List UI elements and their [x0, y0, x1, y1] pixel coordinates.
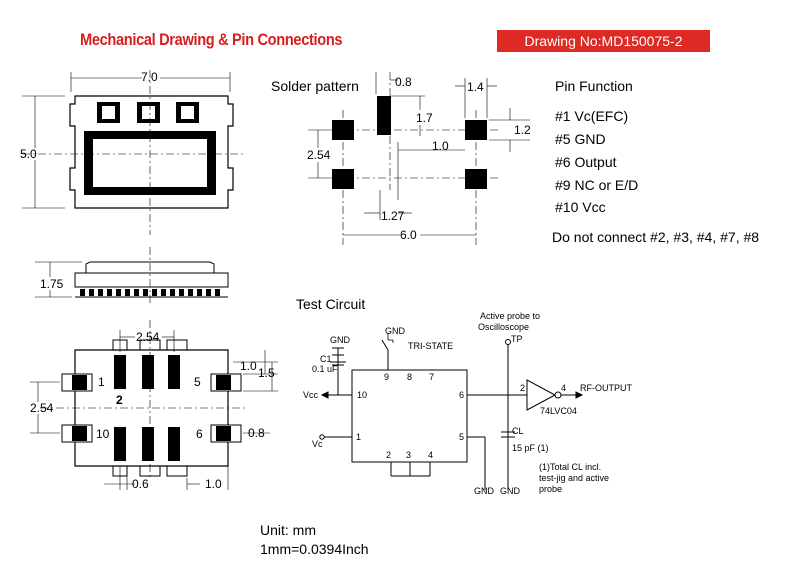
pin-label-5: 5: [194, 375, 201, 389]
pin-label-4: 4: [171, 375, 178, 389]
pin-function-title: Pin Function: [555, 78, 633, 94]
solder-dim-6-0: 6.0: [400, 228, 417, 242]
tp-label: TP: [511, 334, 523, 344]
buffer-label: 74LVC04: [540, 406, 577, 416]
bottom-pitch-dim: 2.54: [136, 330, 160, 344]
pin-label-7: 7: [171, 427, 178, 441]
probe-label-1: Active probe to: [480, 311, 540, 321]
pin-function-item: #9 NC or E/D: [555, 177, 639, 193]
unit-label: Unit: mm: [260, 522, 316, 538]
drawing-title: Mechanical Drawing & Pin Connections: [80, 30, 343, 49]
ic-pin-4: 4: [428, 450, 433, 460]
ic-pin-1: 1: [356, 432, 361, 442]
solder-dim-0-8: 0.8: [395, 75, 412, 89]
solder-dim-1-7: 1.7: [416, 111, 433, 125]
drawing-number-badge: Drawing No:MD150075-2: [497, 30, 710, 52]
gnd-label-5: GND: [474, 486, 495, 496]
pin-label-6: 6: [196, 427, 203, 441]
ic-pin-8: 8: [407, 372, 412, 382]
solder-pattern: [308, 72, 530, 245]
c1-value: 0.1 uF: [312, 364, 338, 374]
buffer-pin-2: 2: [520, 383, 525, 393]
ic-pin-3: 3: [406, 450, 411, 460]
solder-dim-1-4: 1.4: [467, 80, 484, 94]
test-circuit-title: Test Circuit: [296, 296, 365, 312]
cl-label: CL: [512, 426, 524, 436]
bottom-pad-edge-dim: 0.8: [248, 426, 265, 440]
unit-conversion: 1mm=0.0394Inch: [260, 541, 369, 557]
rf-output-label: RF-OUTPUT: [580, 383, 632, 393]
pin-function-item: #10 Vcc: [555, 199, 606, 215]
solder-dim-1-27: 1.27: [381, 209, 405, 223]
pin-label-10: 10: [96, 427, 110, 441]
cl-value: 15 pF (1): [512, 443, 549, 453]
bottom-pad-height-dim: 1.5: [258, 366, 275, 380]
ic-pin-7: 7: [429, 372, 434, 382]
do-not-connect-note: Do not connect #2, #3, #4, #7, #8: [552, 229, 760, 245]
tristate-label: TRI-STATE: [408, 341, 453, 351]
solder-dim-1-2: 1.2: [514, 123, 531, 137]
solder-dim-2-54: 2.54: [307, 148, 331, 162]
bottom-slot-width-dim: 0.6: [132, 477, 149, 491]
gnd-label-tristate: GND: [385, 326, 406, 336]
pin-label-9: 9: [116, 427, 123, 441]
note-line-2: test-jig and active: [539, 473, 609, 483]
pin-function-item: #1 Vc(EFC): [555, 108, 629, 124]
pin-label-2: 2: [116, 393, 123, 407]
ic-pin-2: 2: [386, 450, 391, 460]
pin-label-3: 3: [145, 375, 152, 389]
ic-pin-9: 9: [384, 372, 389, 382]
c1-label: C1: [320, 354, 332, 364]
pin-function-item: #6 Output: [555, 154, 617, 170]
vc-label: Vc: [312, 439, 323, 449]
note-line-1: (1)Total CL incl.: [539, 462, 601, 472]
probe-label-2: Oscilloscope: [478, 322, 529, 332]
ic-pin-5: 5: [459, 432, 464, 442]
bottom-view: [30, 320, 278, 490]
buffer-pin-4: 4: [561, 383, 566, 393]
bottom-edge-offset-dim: 1.0: [205, 477, 222, 491]
vcc-label: Vcc: [303, 390, 319, 400]
side-thickness-dim: 1.75: [40, 277, 64, 291]
ic-pin-10: 10: [357, 390, 367, 400]
top-width-dim: 7.0: [141, 70, 158, 84]
pin-function-item: #5 GND: [555, 131, 606, 147]
bottom-row-pitch-dim: 2.54: [30, 401, 54, 415]
ic-pin-6: 6: [459, 390, 464, 400]
gnd-label-cl: GND: [500, 486, 521, 496]
top-height-dim: 5.0: [20, 147, 37, 161]
top-view: [22, 70, 245, 235]
pin-label-1: 1: [98, 375, 105, 389]
pin-label-8: 8: [145, 427, 152, 441]
gnd-label-c1: GND: [330, 335, 351, 345]
note-line-3: probe: [539, 484, 562, 494]
bottom-pad-width-dim: 1.0: [240, 359, 257, 373]
side-view: [35, 247, 229, 305]
solder-pattern-title: Solder pattern: [271, 78, 359, 94]
solder-dim-1-0: 1.0: [432, 139, 449, 153]
test-circuit-wiring: [319, 333, 584, 490]
